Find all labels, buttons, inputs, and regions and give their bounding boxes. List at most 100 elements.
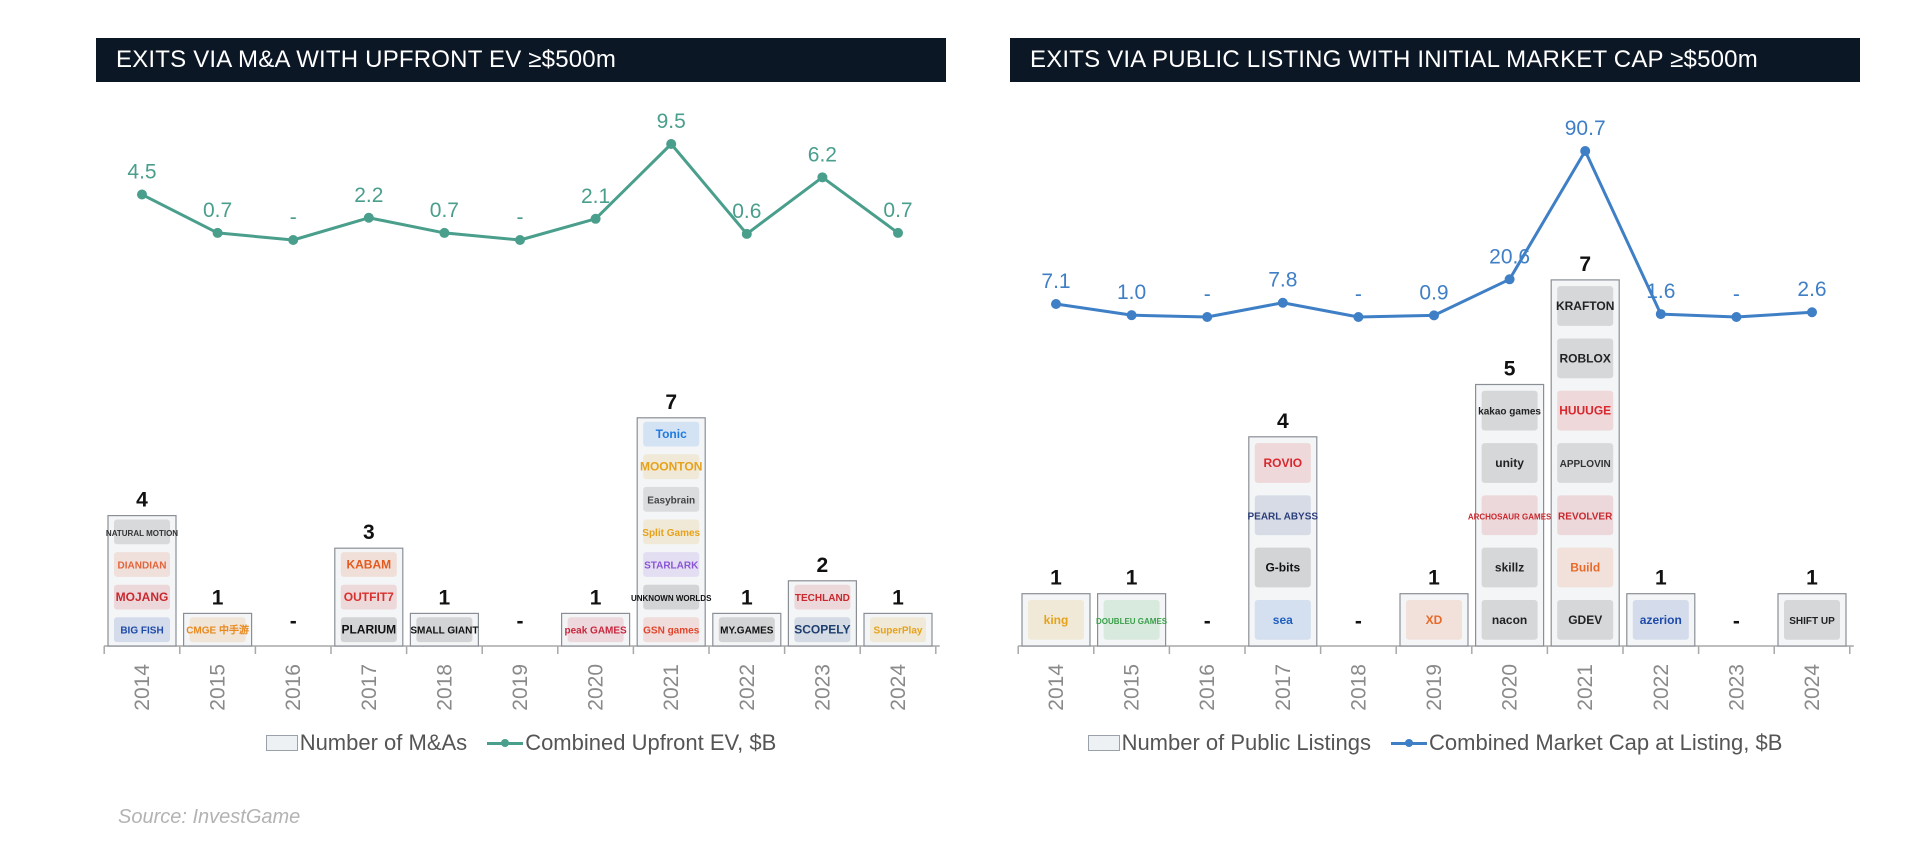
logo-cmge-icon: CMGE 中手游 xyxy=(186,617,249,643)
line-value-label: 0.7 xyxy=(203,199,232,222)
svg-text:XD: XD xyxy=(1426,613,1443,627)
bar-value-label: - xyxy=(1355,610,1362,633)
line-point-2023 xyxy=(1731,312,1742,322)
line-value-label: - xyxy=(1355,283,1362,306)
bar-value-label: - xyxy=(517,610,524,633)
logo-gsn-games-icon: GSN games xyxy=(643,617,700,643)
line-point-2018 xyxy=(1353,312,1364,322)
listing-exits-panel: EXITS VIA PUBLIC LISTING WITH INITIAL MA… xyxy=(1010,0,1860,780)
bar-value-label: - xyxy=(1733,610,1740,633)
x-tick-label-2021: 2021 xyxy=(660,664,683,711)
bar-value-label: 4 xyxy=(1277,410,1289,433)
logo-small-giant-icon: SMALL GIANT xyxy=(410,617,478,643)
ma-legend-bars: Number of M&As xyxy=(265,730,468,756)
logo-split-games-icon: Split Games xyxy=(642,519,701,545)
line-value-label: 6.2 xyxy=(808,143,837,166)
logo-doubleu-games-icon: DOUBLEU GAMES xyxy=(1096,599,1168,640)
svg-text:SMALL GIANT: SMALL GIANT xyxy=(410,626,478,637)
listing-legend-bars: Number of Public Listings xyxy=(1087,730,1372,756)
listing-legend-bars-label: Number of Public Listings xyxy=(1121,730,1372,755)
line-marker-icon xyxy=(487,736,524,750)
logo-pearl-abyss-icon: PEARL ABYSS xyxy=(1248,495,1318,536)
x-tick-label-2024: 2024 xyxy=(887,664,910,711)
logo-azerion-icon: azerion xyxy=(1632,599,1689,640)
ma-legend-line: Combined Upfront EV, $B xyxy=(487,730,776,756)
logo-revolver-icon: REVOLVER xyxy=(1557,495,1614,536)
logo-build-icon: Build xyxy=(1557,547,1614,588)
logo-rovio-icon: ROVIO xyxy=(1254,443,1311,483)
listing-legend-line: Combined Market Cap at Listing, $B xyxy=(1391,730,1782,756)
x-tick-label-2015: 2015 xyxy=(207,664,230,711)
svg-text:KABAM: KABAM xyxy=(346,558,391,572)
bar-2023 xyxy=(787,580,858,647)
svg-text:ROBLOX: ROBLOX xyxy=(1560,351,1611,365)
logo-mojang-icon: MOJANG xyxy=(114,584,170,610)
bar-value-label: 1 xyxy=(892,586,904,609)
svg-text:HUUUGE: HUUUGE xyxy=(1559,404,1611,418)
line-point-2017 xyxy=(363,212,374,223)
svg-text:peak GAMES: peak GAMES xyxy=(564,626,627,637)
bar-value-label: 5 xyxy=(1504,358,1516,381)
ma-legend: Number of M&As Combined Upfront EV, $B xyxy=(96,730,946,756)
logo-scopely-icon: SCOPELY xyxy=(794,617,851,643)
svg-text:SuperPlay: SuperPlay xyxy=(874,626,923,637)
svg-text:CMGE 中手游: CMGE 中手游 xyxy=(186,624,249,637)
logo-techland-icon: TECHLAND xyxy=(794,584,851,610)
line-value-label: 7.1 xyxy=(1041,270,1070,293)
svg-text:Split Games: Split Games xyxy=(642,528,700,539)
line-value-label: - xyxy=(290,206,297,229)
bar-2015 xyxy=(1096,593,1167,647)
logo-outfit7-icon: OUTFIT7 xyxy=(340,584,397,610)
x-tick-label-2015: 2015 xyxy=(1121,664,1144,711)
x-tick-label-2019: 2019 xyxy=(509,664,532,711)
bar-2020 xyxy=(561,612,631,647)
bar-swatch-icon xyxy=(265,735,298,751)
svg-text:king: king xyxy=(1044,613,1069,627)
ma-chart-title: EXITS VIA M&A WITH UPFRONT EV ≥$500m xyxy=(96,38,946,82)
bar-value-label: 7 xyxy=(665,391,677,414)
svg-text:REVOLVER: REVOLVER xyxy=(1558,511,1613,522)
bar-2014 xyxy=(107,514,177,647)
x-tick-label-2018: 2018 xyxy=(1347,664,1370,711)
bar-2022 xyxy=(712,612,782,647)
svg-text:TECHLAND: TECHLAND xyxy=(795,593,850,604)
svg-text:UNKNOWN WORLDS: UNKNOWN WORLDS xyxy=(631,594,712,603)
bar-2017 xyxy=(1248,436,1318,647)
svg-text:G-bits: G-bits xyxy=(1265,561,1300,575)
line-value-label: 20.6 xyxy=(1489,245,1530,268)
logo-archosaur-games-icon: ARCHOSAUR GAMES xyxy=(1468,495,1552,536)
svg-text:sea: sea xyxy=(1273,613,1293,627)
logo-unknown-worlds-icon: UNKNOWN WORLDS xyxy=(631,584,712,610)
svg-text:BIG FISH: BIG FISH xyxy=(120,626,163,637)
svg-text:Tonic: Tonic xyxy=(656,427,687,441)
ma-legend-bars-label: Number of M&As xyxy=(299,730,468,755)
line-point-2022 xyxy=(741,228,752,239)
line-point-2024 xyxy=(893,227,903,238)
line-point-2016 xyxy=(288,235,299,245)
x-tick-label-2020: 2020 xyxy=(1499,664,1522,711)
bar-value-label: 2 xyxy=(817,554,829,577)
logo-king-icon: king xyxy=(1028,599,1084,640)
logo-nacon-icon: nacon xyxy=(1481,599,1538,640)
svg-text:Build: Build xyxy=(1570,561,1600,575)
line-value-label: 0.7 xyxy=(430,199,459,222)
logo-shift-up-icon: SHIFT UP xyxy=(1784,599,1840,640)
bar-2021 xyxy=(636,417,706,647)
logo-diandian-icon: DIANDIAN xyxy=(114,552,170,577)
svg-text:GSN games: GSN games xyxy=(643,626,700,637)
logo-tonic-icon: Tonic xyxy=(643,421,700,447)
line-value-label: 0.7 xyxy=(883,199,912,222)
x-tick-label-2017: 2017 xyxy=(1272,664,1295,711)
bar-value-label: 3 xyxy=(363,521,375,544)
logo-peak-games-icon: peak GAMES xyxy=(564,617,627,643)
x-tick-label-2024: 2024 xyxy=(1801,664,1824,711)
line-value-label: - xyxy=(1733,283,1740,306)
line-value-label: 0.6 xyxy=(732,200,761,223)
line-point-2015 xyxy=(1126,310,1137,321)
bar-2024 xyxy=(1777,593,1847,647)
line-point-2016 xyxy=(1202,312,1213,322)
bar-2020 xyxy=(1475,383,1545,647)
